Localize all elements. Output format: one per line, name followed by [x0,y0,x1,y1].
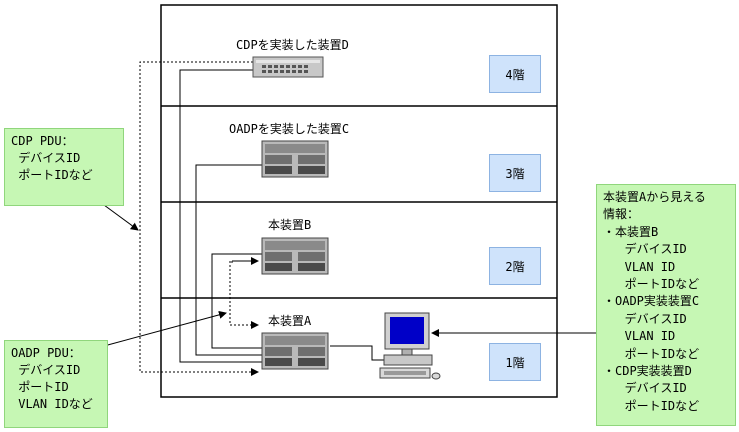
note-line: デバイスID [11,363,81,377]
floor-label-1: 1階 [489,343,541,381]
building-frame [160,4,558,398]
note-line: ポートIDなど [11,168,93,182]
note-line: VLAN IDなど [11,397,93,411]
note-line: ポートIDなど [603,398,700,413]
note-line: 情報： [603,207,640,222]
cdp-pdu-note: CDP PDU： デバイスID ポートIDなど [4,128,124,206]
server-icon [261,140,329,178]
info-note: 本装置Aから見える 情報： ・本装置B デバイスID VLAN ID ポートID… [596,184,736,426]
note-line: デバイスID [603,311,687,326]
cdp-path [139,61,259,376]
floor-label-3: 3階 [489,154,541,192]
note-line: ・CDP実装装置D [603,364,692,379]
cable-a-to-d [179,69,262,363]
device-a-label: 本装置A [268,314,312,328]
device-b-label: 本装置B [268,218,312,232]
note-line: ・OADP実装装置C [603,294,700,309]
note-line: CDP PDU： [11,134,74,148]
note-line: ポートIDなど [603,277,700,292]
note-line: ポートID [11,380,69,394]
server-icon [261,237,329,275]
note-line: 本装置Aから見える [603,190,706,204]
server-icon [261,332,329,370]
note-line: OADP PDU： [11,346,81,360]
oadp-note-pointer [103,310,227,347]
note-line: ・本装置B [603,224,659,239]
cdp-note-pointer [103,204,139,231]
floor-label-2: 2階 [489,247,541,285]
note-line: ポートIDなど [603,346,700,361]
device-d-label: CDPを実装した装置D [236,38,349,52]
oadp-pdu-note: OADP PDU： デバイスID ポートID VLAN IDなど [4,340,108,428]
pc-icon [379,312,441,380]
switch-icon [252,56,324,78]
note-line: VLAN ID [603,329,676,344]
note-line: VLAN ID [603,259,676,274]
oadp-path [229,260,259,329]
cable-a-to-pc [330,345,388,361]
cable-a-to-c [195,164,262,356]
note-line: デバイスID [603,381,687,396]
note-line: デバイスID [11,151,81,165]
floor-label-4: 4階 [489,55,541,93]
cable-a-to-b [211,253,262,349]
oadp-path-b [231,257,259,265]
note-line: デバイスID [603,242,687,257]
device-c-label: OADPを実装した装置C [229,122,350,136]
